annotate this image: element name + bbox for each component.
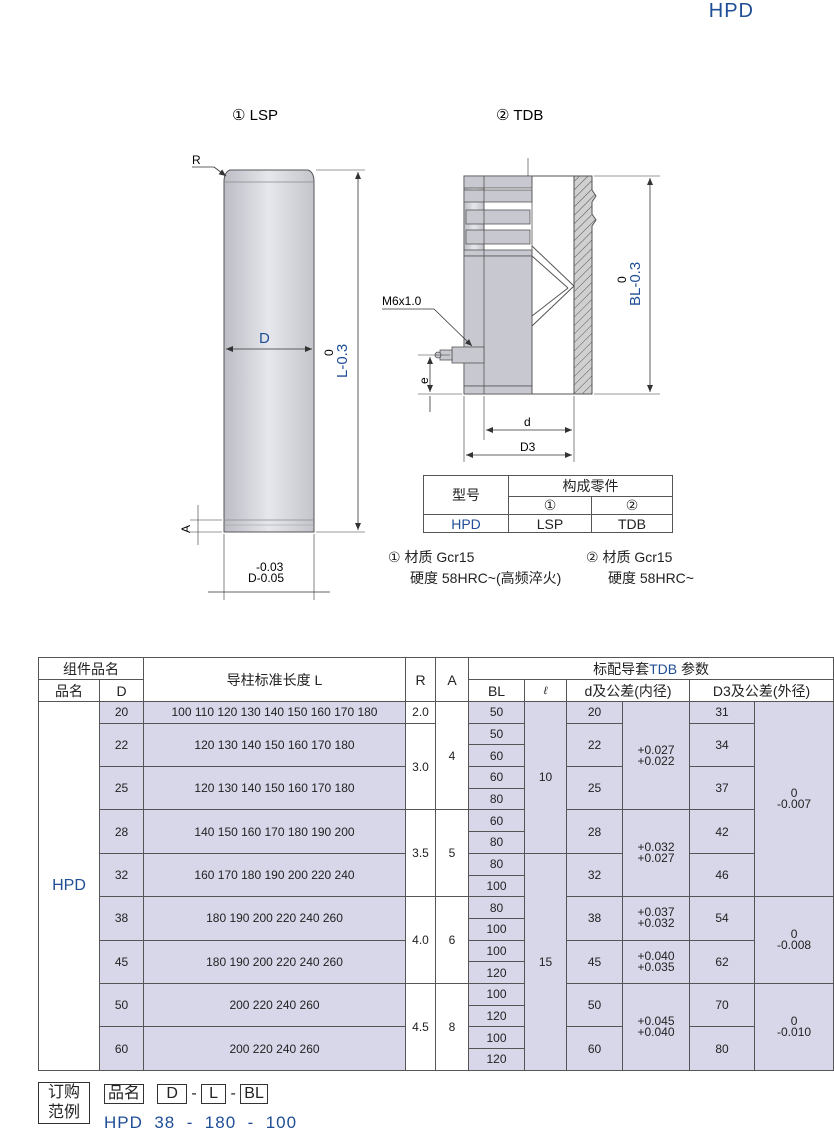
table-row: 100	[39, 917, 834, 941]
part1-name: LSP	[508, 514, 592, 533]
header-D3: D3及公差(外径)	[688, 679, 834, 702]
name-cell: HPD	[38, 701, 100, 1071]
d3-tol-cell: 0-0.010	[753, 982, 834, 1071]
lsp-rod-drawing: R D 0 L-0.3 A -0.03 D-0.05	[179, 153, 365, 600]
header-A: A	[435, 657, 469, 702]
table-row: 60	[39, 744, 834, 768]
table-row: 120	[39, 1004, 834, 1028]
d3-label: D3	[520, 440, 536, 454]
tdb-bush-drawing: M6x1.0 e d D3 0 BL-0.3	[382, 158, 660, 462]
d-small-label: d	[524, 415, 531, 429]
d-tol-cell: +0.027+0.022	[622, 700, 690, 811]
spec-table: 组件品名 导柱标准长度 L R A 标配导套TDB 参数 品名 D BL ℓ d…	[38, 657, 834, 1071]
d-tol-label: D-0.05	[248, 571, 284, 585]
header-d: d及公差(内径)	[566, 679, 690, 702]
model-header: 型号	[423, 475, 509, 515]
model-value: HPD	[423, 514, 509, 533]
order-l-box: L	[201, 1084, 227, 1104]
table-row: 45 180 190 200 220 240 260 100 45 +0.040…	[39, 939, 834, 984]
part2-header: ②	[591, 496, 673, 515]
table-row: 50 200 220 240 260 4.5 8 100 50 +0.045+0…	[39, 982, 834, 1071]
d3-tol-cell: 0-0.008	[753, 896, 834, 984]
table-row: 28 140 150 160 170 180 190 200 3.5 5 60 …	[39, 809, 834, 898]
a-label: A	[179, 525, 193, 533]
l-tol-top: 0	[322, 349, 336, 356]
header-ell: ℓ	[524, 679, 567, 702]
d-tol-cell: +0.037+0.032	[622, 896, 690, 941]
table-row: 22 120 130 140 150 160 170 180 3.0 50 22…	[39, 722, 834, 811]
l-tol-label: L-0.3	[334, 344, 351, 378]
header-group: 组件品名	[38, 657, 144, 680]
d-tol-top: -0.03	[256, 560, 284, 574]
header-D: D	[99, 679, 144, 702]
part1-header: ①	[508, 496, 592, 515]
table-row: 120	[39, 1048, 834, 1071]
table-row: HPD 20 100 110 120 130 140 150 160 170 1…	[38, 700, 834, 1071]
header-name: 品名	[38, 679, 100, 702]
series-code: HPD	[708, 0, 754, 22]
lsp-caption: ① LSP	[232, 107, 278, 124]
parts-header: 构成零件	[508, 475, 673, 497]
table-row: 120	[39, 961, 834, 984]
technical-drawing: ① LSP ② TDB R D 0 L-0.3 A -0.03 D-0.05	[179, 107, 660, 600]
table-row: 80	[39, 831, 834, 854]
table-row: 100	[39, 874, 834, 898]
table-row: 25 120 130 140 150 160 170 180 60 25 37	[39, 766, 834, 811]
header-R: R	[405, 657, 436, 702]
order-example-label: 订购 范例	[38, 1082, 90, 1124]
header-L: 导柱标准长度 L	[143, 657, 406, 702]
material-2: ② 材质 Gcr15 硬度 58HRC~	[586, 549, 694, 586]
header-std: 标配导套TDB 参数	[467, 657, 834, 680]
table-row: 80	[39, 787, 834, 811]
e-label: e	[417, 377, 431, 384]
order-d-box: D	[157, 1084, 187, 1104]
material-1: ① 材质 Gcr15 硬度 58HRC~(高频淬火)	[388, 549, 562, 586]
d-tol-cell: +0.045+0.040	[622, 982, 690, 1071]
bl-tol-top: 0	[615, 276, 629, 283]
order-format: 品名 D - L - BL	[104, 1084, 268, 1104]
part2-name: TDB	[591, 514, 673, 533]
header-BL: BL	[468, 679, 525, 702]
d-big-label: D	[259, 330, 270, 347]
table-row: 38 180 190 200 220 240 260 4.0 6 80 38 +…	[39, 896, 834, 984]
r-label: R	[192, 153, 201, 167]
d-tol-cell: +0.032+0.027	[622, 809, 690, 898]
tdb-caption: ② TDB	[496, 107, 543, 124]
d3-tol-cell: 0-0.007	[753, 700, 834, 898]
table-row: 32 160 170 180 190 200 220 240 80 15 32 …	[39, 852, 834, 1071]
order-example-value: HPD 38 - 180 - 100	[104, 1113, 298, 1132]
bl-tol-label: BL-0.3	[627, 262, 644, 306]
d-tol-cell: +0.040+0.035	[622, 939, 690, 984]
m6-label: M6x1.0	[382, 294, 422, 308]
component-table: 型号 构成零件 ① ② HPD LSP TDB	[423, 475, 673, 533]
table-row: 60 200 220 240 260 100 60 80	[39, 1026, 834, 1071]
order-name-box: 品名	[104, 1084, 145, 1104]
order-bl-box: BL	[240, 1084, 268, 1104]
